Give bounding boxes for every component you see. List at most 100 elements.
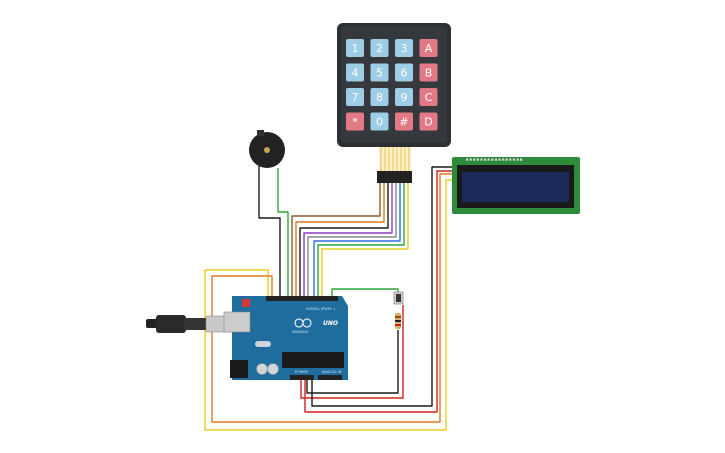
keypad-key-face — [395, 88, 413, 106]
lcd-display[interactable] — [452, 157, 580, 214]
lcd-pin — [516, 158, 519, 161]
capacitor-2 — [267, 363, 279, 375]
lcd-pin — [498, 158, 501, 161]
keypad-key-face — [370, 88, 389, 106]
lcd-pin — [476, 158, 479, 161]
wire-buzzer-green[interactable] — [277, 168, 289, 298]
keypad-key-label: A — [425, 42, 433, 55]
keypad-key-A[interactable]: A — [419, 39, 438, 57]
lcd-pin — [466, 158, 469, 161]
keypad-key-B[interactable]: B — [419, 63, 438, 82]
usb-port — [223, 311, 251, 333]
microcontroller-chip — [282, 352, 344, 368]
keypad-key-2[interactable]: 2 — [370, 39, 389, 57]
lcd-pin — [502, 158, 505, 161]
keypad-key-face — [395, 39, 413, 57]
lcd-pin — [494, 158, 497, 161]
keypad-key-face — [346, 39, 364, 57]
keypad-key-face — [419, 63, 438, 82]
keypad-key-face — [395, 63, 413, 82]
keypad-key-label: C — [425, 91, 433, 104]
power-jack — [230, 360, 248, 378]
wire-loop-orange[interactable] — [211, 173, 454, 423]
keypad-key-face — [419, 39, 438, 57]
arduino-uno-board[interactable]: UNO ARDUINO DIGITAL (PWM~) POWER ANALOG … — [223, 296, 348, 380]
wire-lcd-black[interactable] — [311, 166, 454, 407]
keypad-key-face — [419, 88, 438, 106]
keypad-key-D[interactable]: D — [419, 112, 438, 131]
buzzer-center — [264, 147, 270, 153]
digital-header — [266, 296, 338, 301]
resistor — [395, 313, 401, 329]
keypad-key-label: # — [399, 116, 408, 129]
keypad-ribbon — [379, 147, 411, 173]
keypad-key-label: 7 — [352, 91, 359, 104]
keypad-key-face — [370, 63, 389, 82]
wire-keypad-8-yellow[interactable] — [321, 183, 409, 298]
wire-keypad-4-purple[interactable] — [303, 183, 393, 298]
reset-button[interactable] — [242, 299, 250, 307]
keypad-key-5[interactable]: 5 — [370, 63, 389, 82]
keypad-key-label: B — [425, 67, 433, 80]
keypad-key-6[interactable]: 6 — [395, 63, 413, 82]
keypad-key-label: 3 — [401, 42, 408, 55]
lcd-pin — [487, 158, 490, 161]
wire-keypad-3-black[interactable] — [299, 183, 389, 298]
lcd-pin — [512, 158, 515, 161]
keypad-key-face — [370, 39, 389, 57]
keypad-key-0[interactable]: 0 — [370, 112, 389, 131]
wire-loop-yellow[interactable] — [204, 179, 454, 431]
keypad-ribbon-lines — [380, 147, 410, 172]
keypad-key-label: 5 — [376, 67, 383, 80]
keypad-key-#[interactable]: # — [395, 112, 413, 131]
wire-buzzer-black[interactable] — [258, 166, 281, 298]
keypad-key-9[interactable]: 9 — [395, 88, 413, 106]
push-button[interactable] — [393, 291, 404, 305]
power-header — [290, 375, 314, 380]
buzzer-tab — [257, 130, 264, 136]
keypad-key-*[interactable]: * — [346, 112, 364, 131]
digital-label: DIGITAL (PWM~) — [306, 307, 336, 311]
keypad-key-face — [346, 88, 364, 106]
keypad-key-face — [370, 112, 389, 131]
keypad-key-label: 9 — [401, 91, 408, 104]
wire-button-black[interactable] — [306, 330, 399, 394]
keypad-key-1[interactable]: 1 — [346, 39, 364, 57]
keypad-key-label: D — [424, 116, 432, 129]
keypad-key-face — [346, 63, 364, 82]
lcd-pin — [480, 158, 483, 161]
keypad-key-label: * — [352, 116, 358, 129]
usb-cable — [146, 315, 231, 333]
keypad-key-label: 2 — [376, 42, 383, 55]
brand-label: ARDUINO — [292, 330, 309, 334]
piezo-buzzer[interactable] — [249, 130, 285, 168]
wire-lcd-red[interactable] — [304, 170, 454, 413]
keypad-key-C[interactable]: C — [419, 88, 438, 106]
arduino-logo — [294, 318, 312, 328]
power-label: POWER — [295, 370, 309, 374]
analog-label: ANALOG IN — [322, 370, 342, 374]
keypad-key-face — [346, 112, 364, 131]
wire-keypad-1-brown[interactable] — [291, 183, 381, 298]
keypad-key-8[interactable]: 8 — [370, 88, 389, 106]
keypad-key-label: 0 — [376, 116, 383, 129]
keypad-key-7[interactable]: 7 — [346, 88, 364, 106]
keypad-key-face — [419, 112, 438, 131]
keypad-key-3[interactable]: 3 — [395, 39, 413, 57]
analog-header — [318, 375, 342, 380]
lcd-pins — [466, 158, 523, 161]
wire-keypad-6-blue[interactable] — [313, 183, 401, 298]
wire-keypad-7-green[interactable] — [317, 183, 405, 298]
keypad-key-4[interactable]: 4 — [346, 63, 364, 82]
wire-button-green[interactable] — [331, 288, 399, 298]
capacitor-1 — [256, 363, 268, 375]
keypad-key-label: 8 — [376, 91, 383, 104]
wire-keypad-5-gray[interactable] — [307, 183, 397, 298]
lcd-pin — [491, 158, 494, 161]
wire-button-red[interactable] — [300, 305, 404, 399]
keypad-key-face — [395, 112, 413, 131]
lcd-pin — [484, 158, 487, 161]
wire-keypad-2-orange[interactable] — [295, 183, 385, 298]
